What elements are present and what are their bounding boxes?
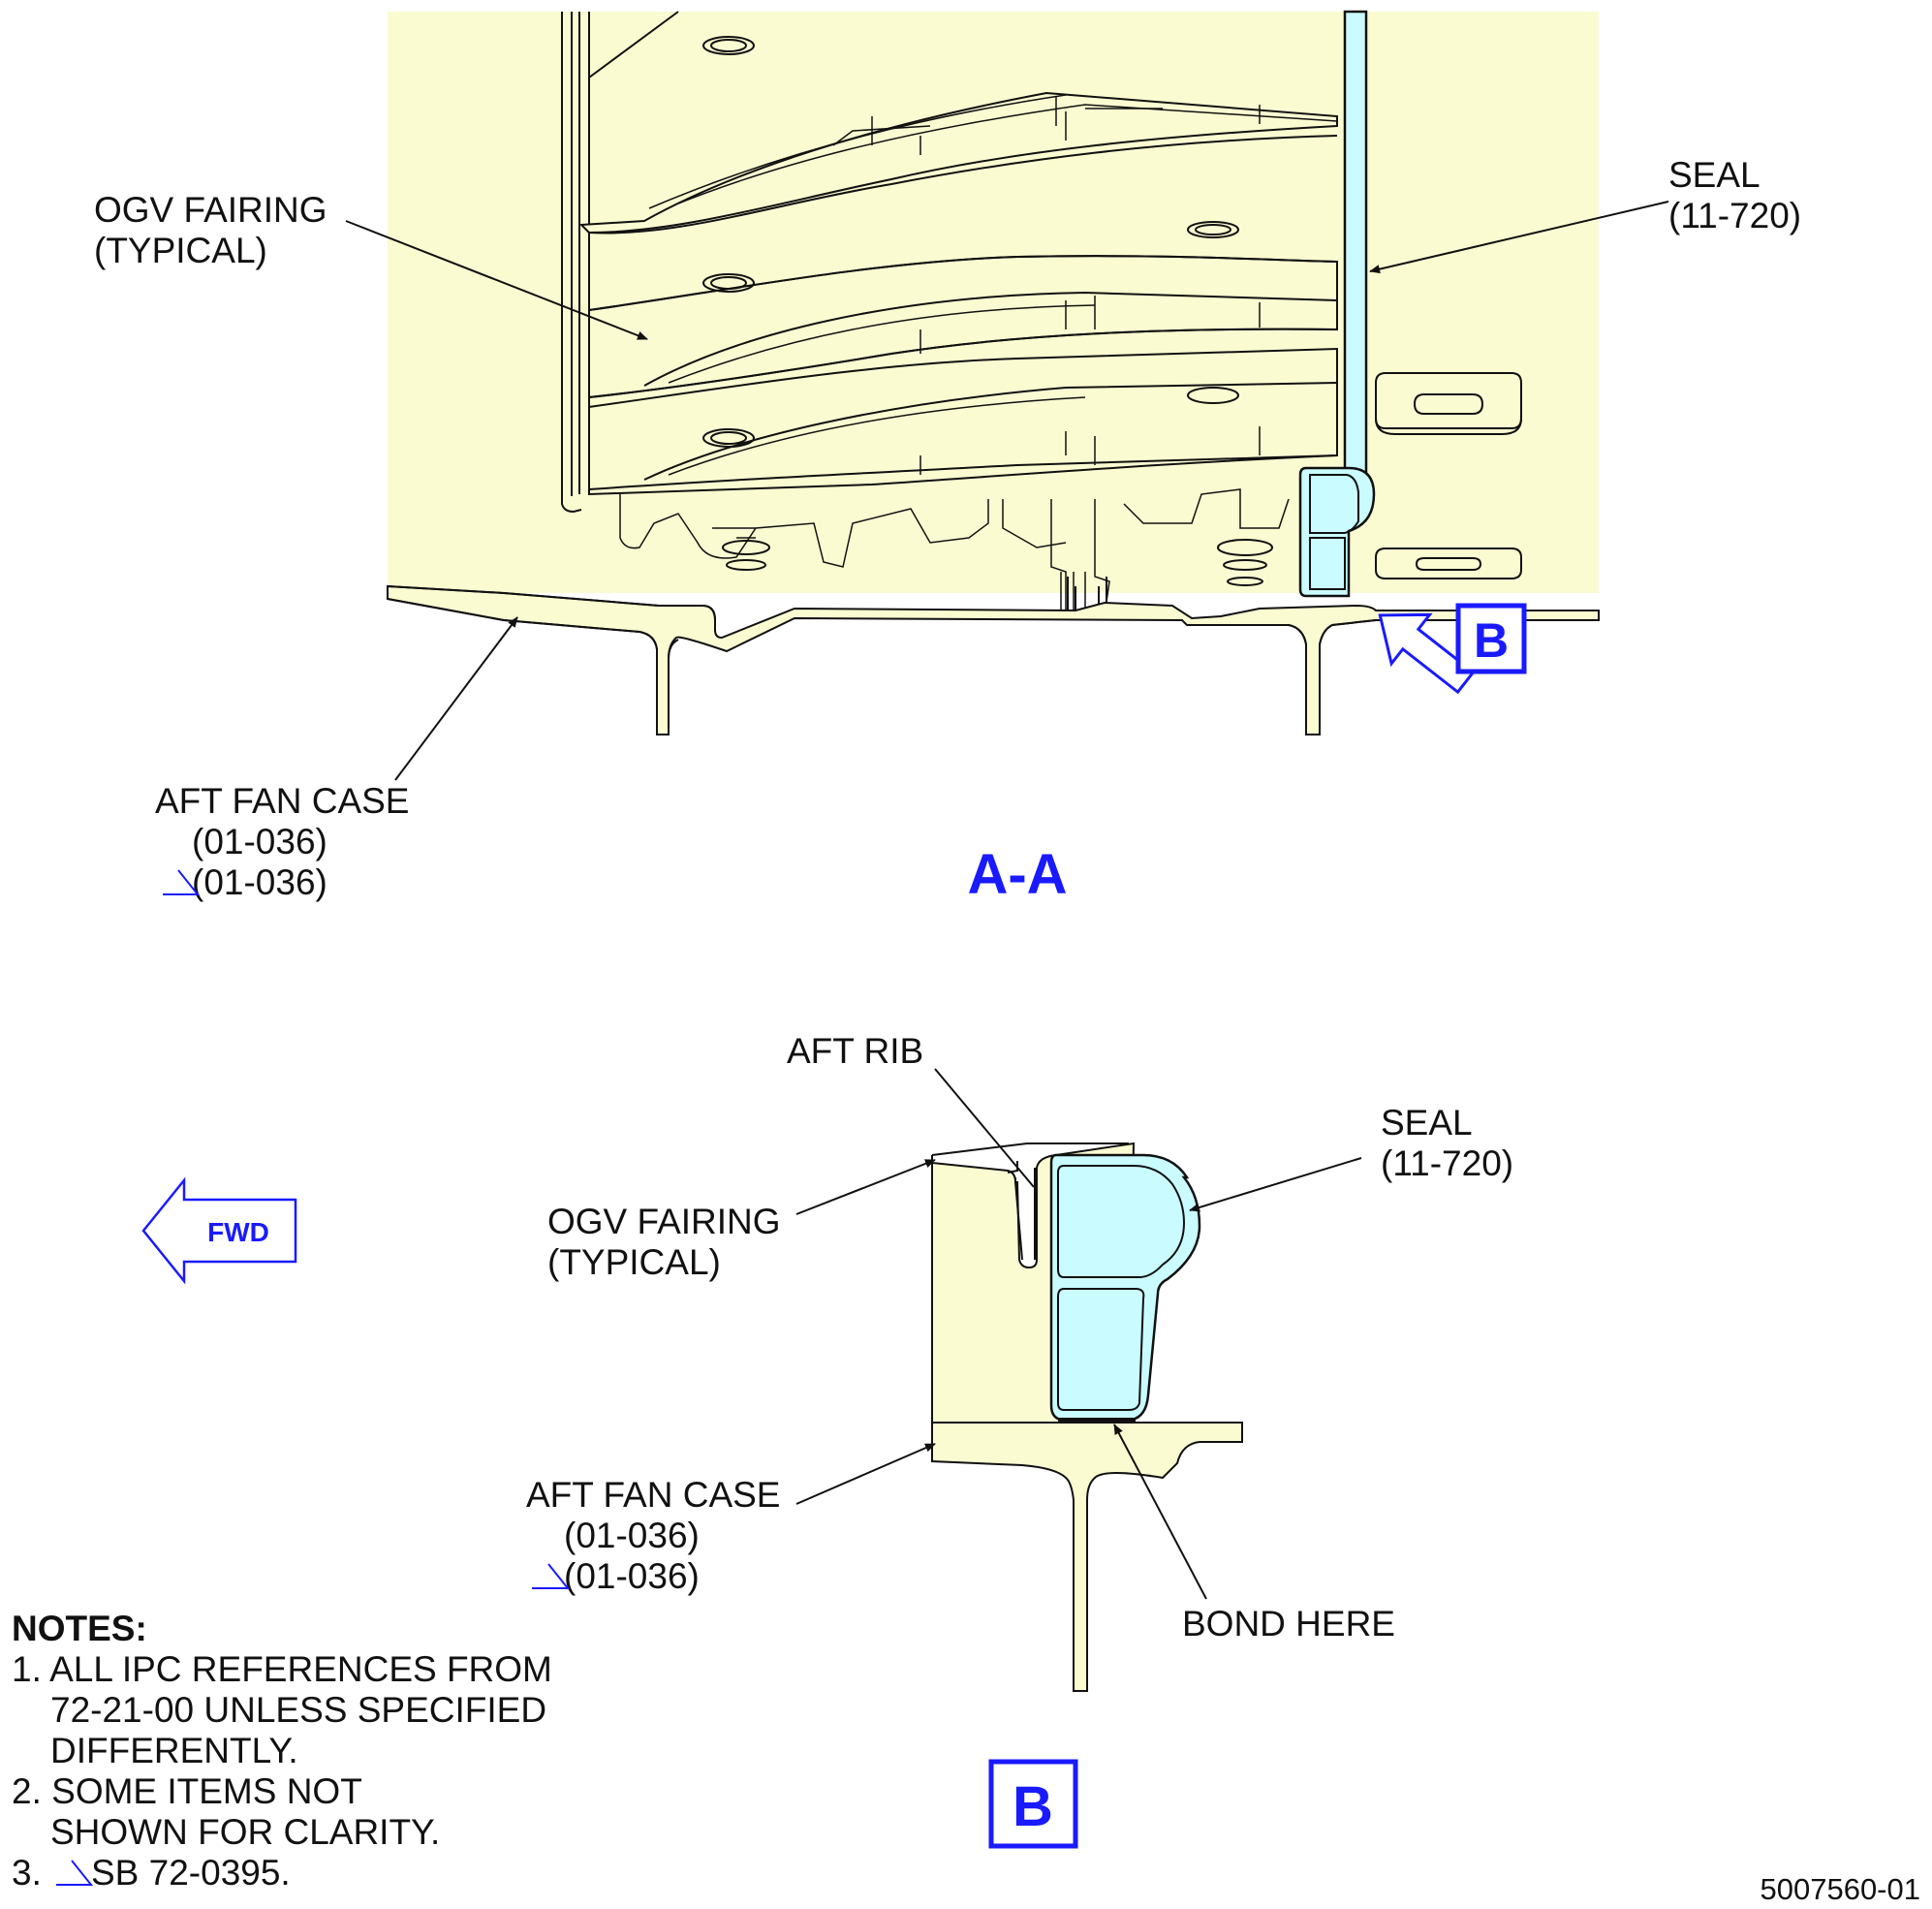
hole — [1187, 387, 1239, 404]
b-effectivity-triangle-icon — [532, 1563, 571, 1589]
hole — [1223, 559, 1267, 571]
b-aft-rib-leader — [934, 1068, 1035, 1188]
aa-upper-diagonal — [588, 11, 679, 78]
view-b-drawing: AFT RIB OGV FAIRING (TYPICAL) SEAL (11-7… — [526, 1031, 1513, 1849]
hole — [1195, 224, 1231, 235]
b-fan-case-leader — [795, 1443, 936, 1505]
hole — [710, 39, 747, 52]
b-seal-label: SEAL (11-720) — [1381, 1103, 1513, 1183]
note-effectivity-triangle-icon — [56, 1860, 94, 1886]
notes-block: NOTES: 1. ALL IPC REFERENCES FROM 72-21-… — [12, 1609, 552, 1893]
b-aft-fan-case — [931, 1422, 1243, 1692]
hole — [702, 428, 755, 448]
aa-right-washers — [1375, 372, 1522, 579]
b-aft-rib-label: AFT RIB — [787, 1031, 923, 1071]
b-ogv-label: OGV FAIRING (TYPICAL) — [547, 1202, 791, 1282]
hole — [1187, 221, 1239, 238]
fwd-arrow: FWD — [141, 1176, 297, 1285]
hole — [710, 431, 747, 445]
b-bond-leader — [1113, 1424, 1207, 1600]
view-aa-drawing: B OGV FAIRING (TYPICAL) SEAL (11-720) AF… — [94, 10, 1801, 906]
aa-detail-b-flag: B — [1455, 603, 1527, 674]
figure-number: 5007560-01 — [1761, 1872, 1921, 1906]
b-fairing-edge — [1007, 1161, 1018, 1174]
note-line: SB 72-0395. — [91, 1853, 291, 1893]
aa-ogv-label: OGV FAIRING (TYPICAL) — [94, 190, 337, 270]
b-bond-line — [1058, 1418, 1136, 1424]
aa-fairing-band-3 — [588, 347, 1338, 496]
note-line: 1. ALL IPC REFERENCES FROM — [12, 1649, 552, 1689]
aa-seal-leader — [1369, 201, 1669, 274]
aa-detail-b-flag-text: B — [1474, 613, 1509, 668]
b-seal-leader — [1189, 1157, 1362, 1212]
b-ogv-leader — [795, 1159, 936, 1215]
aa-left-flange — [561, 12, 590, 514]
note-line: 3. — [12, 1853, 42, 1893]
notes-heading: NOTES: — [12, 1609, 147, 1648]
b-ogv-top-edge — [931, 1142, 1129, 1156]
aa-fastener-holes — [702, 36, 1273, 586]
aa-fairing-band-2 — [588, 255, 1338, 399]
aa-view-title: A-A — [967, 843, 1067, 906]
aa-fan-case-leader — [394, 616, 518, 781]
aa-effectivity-triangle-icon — [163, 869, 201, 895]
hole — [726, 559, 766, 571]
hole — [710, 276, 747, 290]
aa-seal-strip — [1298, 10, 1376, 598]
b-bond-label: BOND HERE — [1182, 1604, 1395, 1643]
note-line: DIFFERENTLY. — [50, 1731, 298, 1770]
b-aft-rib — [1014, 1168, 1036, 1261]
hole — [702, 36, 755, 55]
note-line: 72-21-00 UNLESS SPECIFIED — [50, 1690, 546, 1730]
hole — [722, 540, 770, 555]
b-view-title-box — [988, 1759, 1078, 1849]
note-line: SHOWN FOR CLARITY. — [50, 1812, 440, 1852]
aa-fan-case-label: AFT FAN CASE (01-036) (01-036) — [155, 781, 420, 902]
fwd-label: FWD — [207, 1217, 269, 1247]
hole — [1217, 539, 1273, 556]
hole — [702, 273, 755, 293]
aa-ogv-leader — [345, 220, 648, 340]
aa-seal-label: SEAL (11-720) — [1668, 155, 1801, 235]
b-view-title: B — [1013, 1775, 1053, 1838]
aa-fairing-band-1 — [578, 91, 1338, 235]
aa-aft-fan-case — [387, 584, 1600, 735]
b-seal — [1049, 1153, 1201, 1422]
note-line: 2. SOME ITEMS NOT — [12, 1771, 362, 1811]
hole — [1227, 577, 1263, 586]
b-fan-case-label: AFT FAN CASE (01-036) (01-036) — [526, 1475, 791, 1596]
aa-lower-hardware — [619, 488, 1290, 616]
